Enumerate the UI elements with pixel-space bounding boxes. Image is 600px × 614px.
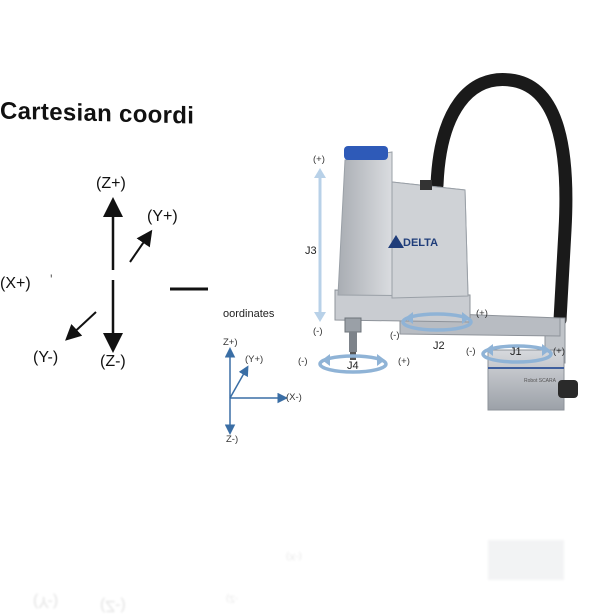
cartesian-axes: ' <box>50 197 208 353</box>
diagram-canvas: ' Robot SCARA <box>50 73 578 435</box>
j2-rotation-icon <box>401 312 473 332</box>
floor-reflection: (Y-) (Z-) (X-) (Z- <box>0 440 600 614</box>
j1-label: J1 <box>510 346 522 358</box>
small-z-plus-label: Z+) <box>223 337 238 348</box>
reflection-y-minus: (Y-) <box>33 593 59 610</box>
j1-minus-label: (-) <box>466 346 476 357</box>
j2-plus-label: (+) <box>476 308 488 319</box>
j1-rotation-icon <box>481 344 553 364</box>
rotation-arrows <box>318 312 553 374</box>
y-plus-label: (Y+) <box>147 208 178 225</box>
robot-top-cap <box>344 146 388 160</box>
small-frame-title: oordinates <box>223 308 275 320</box>
y-plus-arrow <box>129 229 153 263</box>
j2-label: J2 <box>433 340 445 352</box>
reflection-x-minus: (X-) <box>286 551 302 562</box>
y-minus-label: (Y-) <box>33 349 59 366</box>
x-plus-label: (X+) <box>0 275 31 292</box>
z-minus-label: (Z-) <box>100 353 126 370</box>
reflection-z-minus-small: (Z- <box>226 593 239 604</box>
robot-cable <box>430 73 573 327</box>
z-plus-label: (Z+) <box>96 175 126 192</box>
j4-label: J4 <box>347 360 359 372</box>
small-x-minus-label: (X-) <box>286 392 302 403</box>
small-y-plus-label: (Y+) <box>245 354 264 365</box>
small-frame-axes <box>224 347 288 435</box>
svg-text:Robot SCARA: Robot SCARA <box>524 378 557 384</box>
j1-plus-label: (+) <box>553 346 565 357</box>
y-minus-arrow <box>65 311 97 341</box>
j3-minus-label: (-) <box>313 326 323 337</box>
svg-text:': ' <box>50 271 53 287</box>
j4-plus-label: (+) <box>398 356 410 367</box>
brand-logo-text: DELTA <box>403 237 439 249</box>
j4-minus-label: (-) <box>298 356 308 367</box>
j4-rotation-icon <box>318 354 388 374</box>
small-z-minus-label: Z-) <box>226 434 239 445</box>
j3-plus-label: (+) <box>313 154 325 165</box>
j3-axis-arrow <box>314 168 326 322</box>
reflection-z-minus: (Z-) <box>100 597 126 614</box>
j2-minus-label: (-) <box>390 330 400 341</box>
reflection-base <box>488 540 564 580</box>
j3-label: J3 <box>305 245 317 257</box>
